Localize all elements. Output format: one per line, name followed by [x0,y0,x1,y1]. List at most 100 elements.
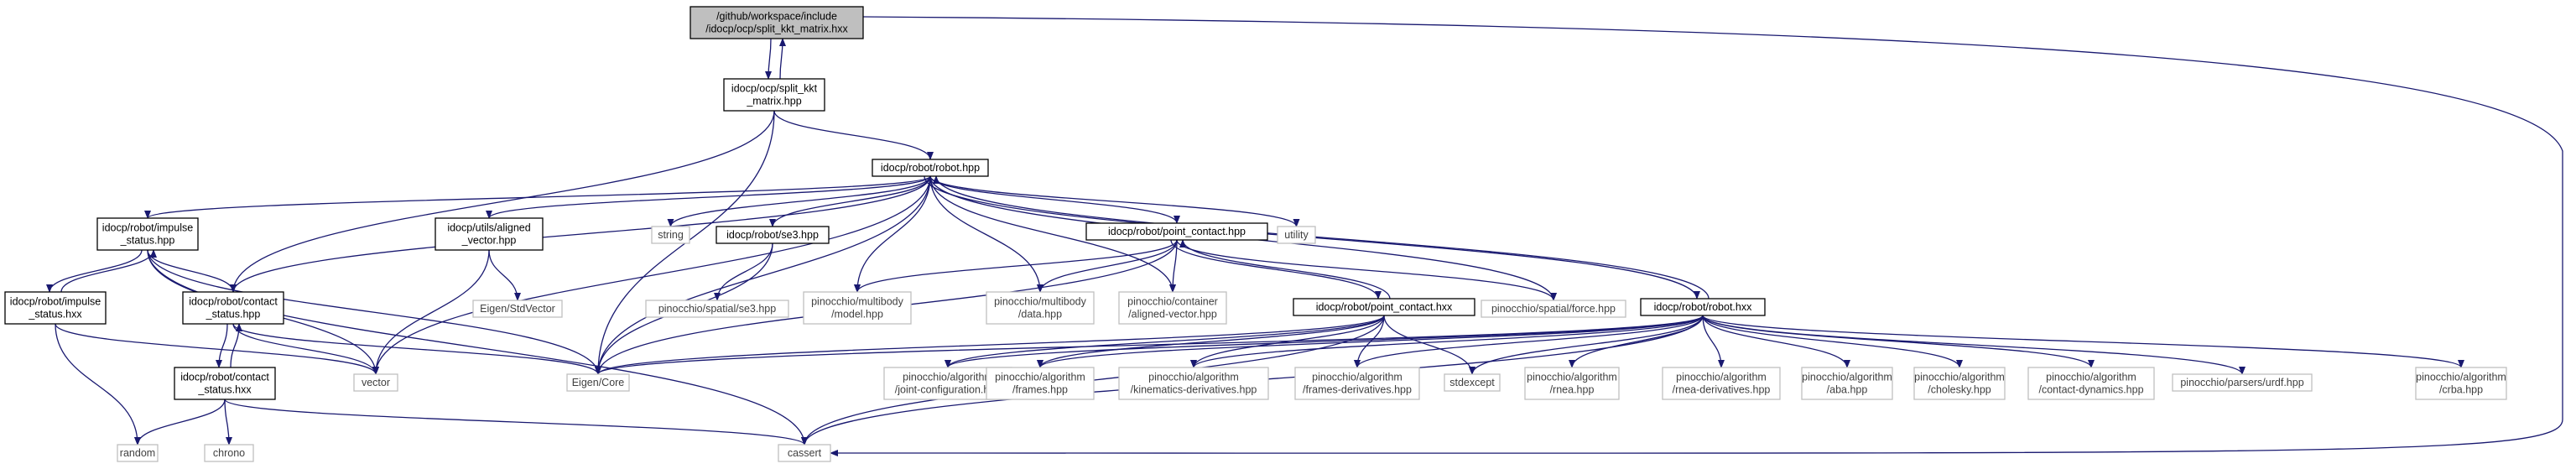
node-label: pinocchio/spatial/force.hpp [1491,303,1616,315]
node-box [1293,298,1475,316]
node-label: _vector.hpp [461,235,517,247]
node-box [204,444,254,462]
node-label: pinocchio/algorithm [1527,372,1617,383]
node-box [645,300,789,318]
edge-robot-hxx-to-frames [1037,315,1704,368]
edge-split-kkt-hpp-to-robot-hpp [773,110,934,160]
edge-robot-hpp-to-string [667,175,931,227]
edge-robot-hxx-to-crba [1702,315,2464,368]
node-eigen-stdvector: Eigen/StdVector [472,300,563,318]
node-point-contact-hpp[interactable]: idocp/robot/point_contact.hpp [1085,222,1268,241]
node-label: chrono [213,447,245,459]
edge-root-to-split-kkt-hpp [765,38,773,80]
node-se3-hpp[interactable]: idocp/robot/se3.hpp [716,226,830,244]
node-robot-hxx[interactable]: idocp/robot/robot.hxx [1640,298,1766,316]
node-rnea: pinocchio/algorithm/rnea.hpp [1524,367,1620,400]
edge-point-contact-hpp-to-container-aligned [1169,239,1178,293]
node-string: string [651,226,690,244]
node-label: /data.hpp [1018,309,1062,320]
edge-impulse-status-hpp-to-impulse-status-hxx [46,249,143,293]
node-label: /crba.hpp [2439,384,2483,396]
edge-robot-hxx-to-aba [1702,315,1850,368]
node-box [182,291,284,325]
node-label: /frames-derivatives.hpp [1303,384,1412,396]
node-label: pinocchio/multibody [811,296,904,308]
node-box [986,367,1095,400]
edge-layer [46,16,2563,457]
node-box [1481,300,1626,318]
node-box [2027,367,2155,400]
node-box [472,300,563,318]
node-rnea-derivatives: pinocchio/algorithm/rnea-derivatives.hpp [1662,367,1781,400]
node-contact-status-hxx[interactable]: idocp/robot/contact_status.hxx [174,367,276,400]
node-label: pinocchio/container [1127,296,1218,308]
node-impulse-status-hpp[interactable]: idocp/robot/impulse_status.hpp [96,217,199,251]
node-box [1913,367,2006,400]
node-point-contact-hxx[interactable]: idocp/robot/point_contact.hxx [1293,298,1475,316]
node-box [1524,367,1620,400]
edge-root-to-cassert [830,16,2563,457]
node-multibody-model: pinocchio/multibody/model.hpp [803,291,912,325]
edge-robot-hpp-to-multibody-data [929,175,1043,293]
node-label: Eigen/Core [572,377,625,388]
node-impulse-status-hxx[interactable]: idocp/robot/impulse_status.hxx [4,291,107,325]
node-aligned-vector-hpp[interactable]: idocp/utils/aligned_vector.hpp [435,217,544,251]
node-label: pinocchio/spatial/se3.hpp [658,303,776,315]
node-label: pinocchio/algorithm [1312,372,1402,383]
node-label: stdexcept [1449,377,1495,388]
node-parsers-urdf: pinocchio/parsers/urdf.hpp [2172,373,2313,392]
edge-point-contact-hxx-to-eigen-core [595,315,1385,375]
node-container-aligned: pinocchio/container/aligned-vector.hpp [1118,291,1227,325]
edge-robot-hpp-to-container-aligned [929,175,1176,293]
edge-contact-status-hxx-to-random [134,399,226,446]
node-box [435,217,544,251]
node-label: pinocchio/algorithm [1148,372,1239,383]
node-label: pinocchio/algorithm [903,372,993,383]
edge-contact-status-hpp-to-eigen-core [232,323,601,375]
node-crba: pinocchio/algorithm/crba.hpp [2415,367,2507,400]
node-eigen-core: Eigen/Core [566,373,630,392]
edge-robot-hxx-to-kinematics-derivatives [1190,315,1704,368]
node-box [872,159,989,177]
edge-impulse-status-hxx-to-random [55,323,141,446]
node-box [2172,373,2313,392]
node-contact-status-hpp[interactable]: idocp/robot/contact_status.hpp [182,291,284,325]
node-label: idocp/robot/impulse [10,296,101,308]
node-label: /rnea.hpp [1550,384,1595,396]
node-box [1801,367,1893,400]
node-label: /contact-dynamics.hpp [2038,384,2143,396]
node-box [174,367,276,400]
node-box [1118,291,1227,325]
node-root[interactable]: /github/workspace/include/idocp/ocp/spli… [690,6,864,39]
node-split-kkt-hpp[interactable]: idocp/ocp/split_kkt_matrix.hpp [723,78,825,112]
node-label: idocp/robot/point_contact.hxx [1316,301,1453,313]
node-box [803,291,912,325]
node-label: pinocchio/algorithm [995,372,1085,383]
edge-contact-status-hxx-to-chrono [224,399,232,446]
node-label: idocp/robot/contact [189,296,278,308]
edge-robot-hpp-to-multibody-model [854,175,931,293]
node-label: _status.hpp [206,309,261,320]
node-label: idocp/utils/aligned [447,222,530,234]
node-label: idocp/robot/se3.hpp [726,229,819,241]
edge-robot-hpp-to-eigen-core [595,175,931,375]
node-label: cassert [788,447,822,459]
edge-se3-hpp-to-spatial-se3 [714,242,773,301]
node-label: pinocchio/algorithm [1802,372,1892,383]
edge-contact-status-hpp-to-vector [232,323,379,375]
edge-robot-hxx-to-cholesky [1702,315,1963,368]
node-label: /github/workspace/include [716,11,837,23]
node-box [1118,367,1269,400]
node-box [1444,373,1501,392]
edge-robot-hxx-to-frames-derivatives [1354,315,1704,368]
node-label: vector [362,377,390,388]
edge-robot-hxx-to-parsers-urdf [1702,315,2246,375]
node-stdexcept: stdexcept [1444,373,1501,392]
node-robot-hpp[interactable]: idocp/robot/robot.hpp [872,159,989,177]
node-aba: pinocchio/algorithm/aba.hpp [1801,367,1893,400]
edge-impulse-status-hxx-to-impulse-status-hpp [60,249,157,293]
edge-contact-status-hxx-to-contact-status-hpp [230,323,242,368]
node-label: _status.hxx [28,309,82,320]
